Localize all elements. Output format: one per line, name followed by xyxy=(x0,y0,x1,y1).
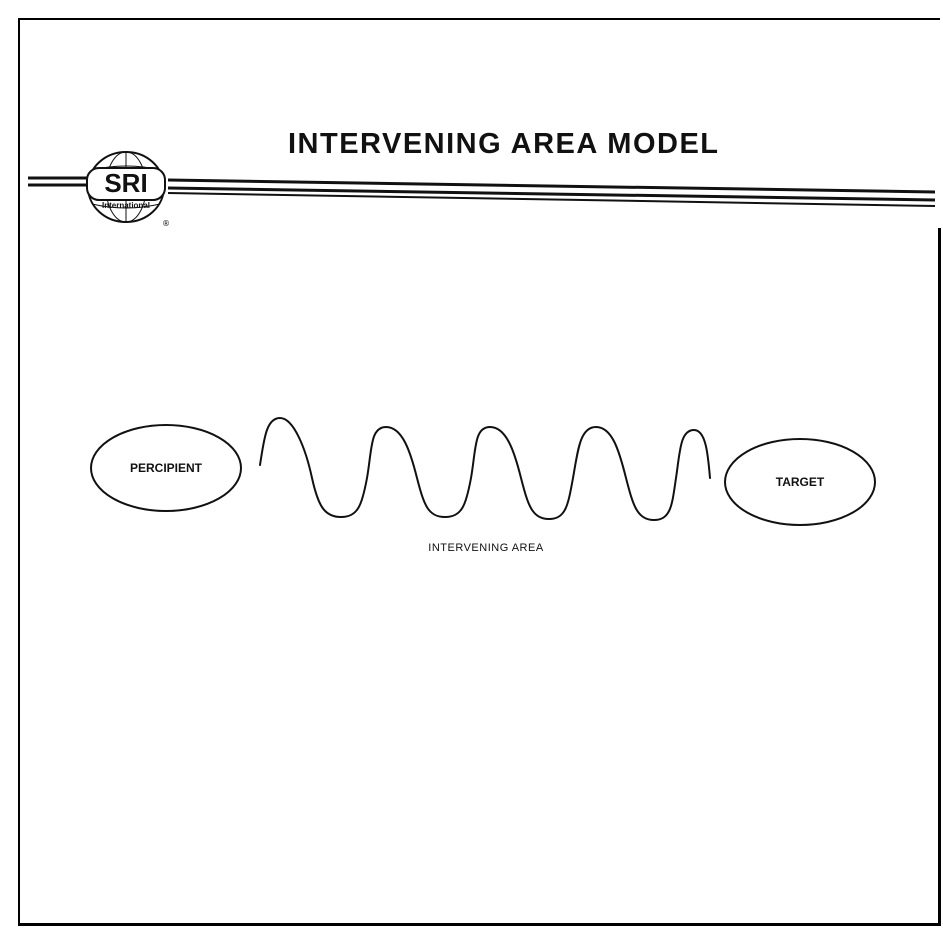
globe-icon xyxy=(86,151,166,223)
target-node: TARGET xyxy=(724,438,876,526)
frame-top-border xyxy=(18,18,940,20)
intervening-area-label: INTERVENING AREA xyxy=(428,542,544,554)
logo-text: SRI xyxy=(104,168,147,198)
logo-subtext: International xyxy=(102,201,150,210)
percipient-node: PERCIPIENT xyxy=(90,424,242,512)
percipient-label: PERCIPIENT xyxy=(130,461,203,475)
sri-logo: SRI International ® xyxy=(86,151,170,228)
intervening-wave xyxy=(259,416,711,522)
frame-bottom-border xyxy=(18,923,940,926)
title-rules xyxy=(28,176,936,207)
registered-mark: ® xyxy=(162,219,170,228)
frame-right-border xyxy=(938,228,941,926)
target-label: TARGET xyxy=(776,475,825,489)
frame-left-border xyxy=(18,18,20,925)
slide-title: INTERVENING AREA MODEL xyxy=(288,128,720,160)
